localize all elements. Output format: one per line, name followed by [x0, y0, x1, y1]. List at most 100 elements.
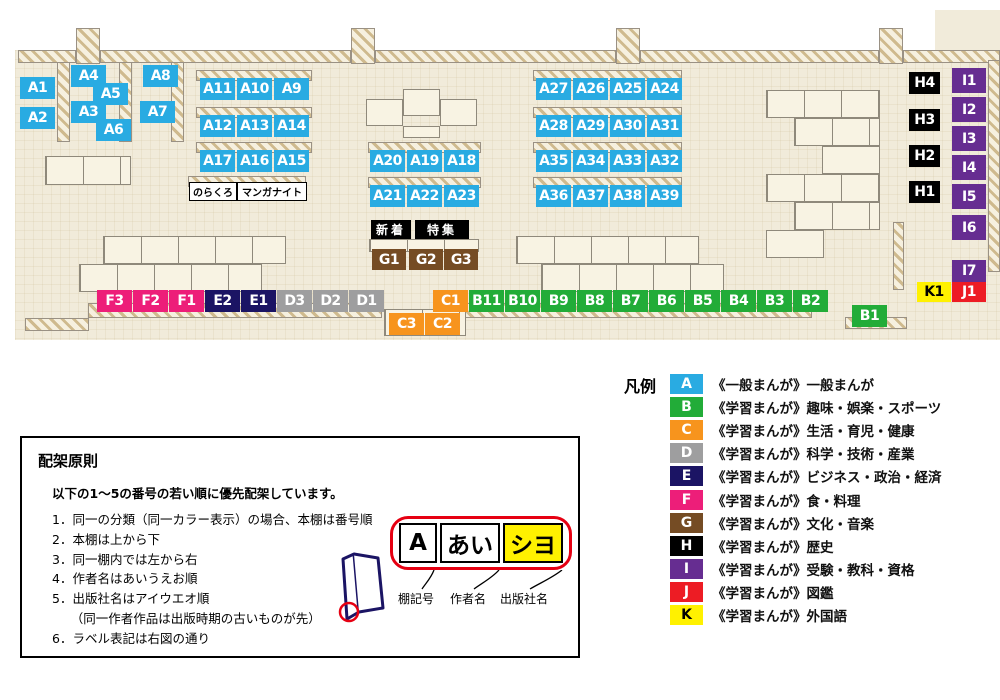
caption-author: 作者名 [450, 592, 487, 606]
shelf-block [403, 126, 440, 138]
shelf-label-A30: A30 [610, 115, 645, 137]
shelf-label-A10: A10 [237, 78, 272, 100]
shelf-label-H3: H3 [909, 109, 940, 131]
legend-category-name: 科学・技術・産業 [806, 447, 915, 464]
legend-row-F: F《学習まんが》食・料理 [670, 488, 942, 511]
legend-color-box-E: E [670, 466, 704, 487]
shelf-label-A26: A26 [573, 78, 608, 100]
floor-corner [935, 10, 1000, 52]
label-example-author: あい [440, 523, 500, 563]
shelf-label-A3: A3 [71, 101, 106, 123]
shelf-label-B6: B6 [649, 290, 684, 312]
shelf-block [440, 99, 477, 126]
legend-title: 凡例 [624, 377, 657, 396]
shelf-label-H1: H1 [909, 181, 940, 203]
legend-series-label: 《学習まんが》 [712, 423, 807, 440]
wall-hatch [893, 222, 904, 290]
principles-intro: 以下の1〜5の番号の若い順に優先配架しています。 [52, 486, 343, 501]
principle-item-1: 1．同一の分類（同一カラー表示）の場合、本棚は番号順 [52, 512, 373, 527]
legend-color-box-J: J [670, 582, 704, 603]
shelf-label-A7: A7 [140, 101, 175, 123]
legend-series-label: 《学習まんが》 [712, 470, 807, 487]
shelf-label-A14: A14 [274, 115, 309, 137]
legend-color-box-D: D [670, 443, 704, 464]
legend-row-B: B《学習まんが》趣味・娯楽・スポーツ [670, 395, 942, 418]
shelf-label-A20: A20 [370, 150, 405, 172]
label-example-captions: 棚記号 作者名 出版社名 [396, 590, 580, 607]
wall-hatch [25, 318, 89, 331]
shelf-label-A17: A17 [200, 150, 235, 172]
shelf-label-A34: A34 [573, 150, 608, 172]
shelf-label-I7: I7 [952, 260, 986, 282]
shelf-label-F1: F1 [169, 290, 204, 312]
shelf-label-A19: A19 [407, 150, 442, 172]
legend-row-K: K《学習まんが》外国語 [670, 604, 942, 627]
shelf-label-A21: A21 [370, 185, 405, 207]
shelf-label-K1: K1 [917, 282, 951, 302]
shelf-label-F2: F2 [133, 290, 168, 312]
pillar [616, 28, 640, 64]
shelf-label-J1: J1 [952, 282, 986, 302]
shelf-label-I6: I6 [952, 215, 986, 240]
legend-series-label: 《学習まんが》 [712, 586, 807, 603]
principles-panel: 配架原則 以下の1〜5の番号の若い順に優先配架しています。 1．同一の分類（同一… [20, 436, 580, 658]
legend-series-label: 《学習まんが》 [712, 609, 807, 626]
wall-hatch [903, 50, 1000, 63]
shelf-label-B9: B9 [541, 290, 576, 312]
shelf-label-C2: C2 [425, 313, 460, 335]
legend-row-A: A《一般まんが》一般まんが [670, 372, 942, 395]
legend-row-I: I《学習まんが》受験・教科・資格 [670, 558, 942, 581]
legend-category-name: 外国語 [806, 609, 848, 626]
shelf-label-A6: A6 [96, 119, 131, 141]
legend-series-label: 《学習まんが》 [712, 400, 807, 417]
wall-hatch [375, 50, 616, 63]
shelf-label-A27: A27 [536, 78, 571, 100]
name-label-のらくろ: のらくろ [189, 182, 237, 201]
shelf-label-A5: A5 [93, 83, 128, 105]
shelf-block [366, 99, 403, 126]
legend-category-name: 文化・音楽 [806, 516, 875, 533]
principle-item-6: （同一作者作品は出版時期の古いものが先） [52, 610, 321, 626]
shelf-label-A36: A36 [536, 185, 571, 207]
shelf-label-A2: A2 [20, 107, 55, 129]
shelf-label-A12: A12 [200, 115, 235, 137]
shelf-label-E2: E2 [205, 290, 240, 312]
legend-category-name: 歴史 [806, 539, 834, 556]
wall-hatch [18, 50, 76, 63]
wall-hatch [640, 50, 879, 63]
legend-row-J: J《学習まんが》図鑑 [670, 581, 942, 604]
principle-item-3: 3．同一棚内では左から右 [52, 551, 198, 567]
name-label-マンガナイト: マンガナイト [237, 182, 307, 201]
shelf-label-B4: B4 [721, 290, 756, 312]
legend-category-name: 一般まんが [806, 377, 875, 394]
shelf-label-A31: A31 [647, 115, 682, 137]
shelf-label-C1: C1 [433, 290, 468, 312]
shelf-label-B8: B8 [577, 290, 612, 312]
shelf-label-A24: A24 [647, 78, 682, 100]
shelf-label-I5: I5 [952, 184, 986, 209]
shelf-label-A15: A15 [274, 150, 309, 172]
shelf-label-B11: B11 [469, 290, 504, 312]
shelf-block [541, 264, 724, 292]
shelf-label-C3: C3 [389, 313, 424, 335]
shelf-label-D2: D2 [313, 290, 348, 312]
label-example-connectors [421, 570, 563, 590]
shelf-label-D3: D3 [277, 290, 312, 312]
legend-row-E: E 《学習まんが》ビジネス・政治・経済 [670, 465, 942, 488]
legend-category-name: 食・料理 [806, 493, 861, 510]
book-icon [338, 552, 385, 623]
legend-category-name: 趣味・娯楽・スポーツ [806, 400, 942, 417]
section-label-特集: 特集 [415, 220, 469, 239]
shelf-block [822, 146, 880, 174]
shelf-block [79, 264, 262, 292]
principles-title: 配架原則 [38, 452, 99, 470]
shelf-label-I3: I3 [952, 126, 986, 151]
shelf-label-A4: A4 [71, 65, 106, 87]
legend-category-name: ビジネス・政治・経済 [806, 470, 942, 487]
shelf-label-A11: A11 [200, 78, 235, 100]
shelf-label-F3: F3 [97, 290, 132, 312]
principle-item-4: 4．作者名はあいうえお順 [52, 571, 198, 587]
shelf-label-A23: A23 [444, 185, 479, 207]
